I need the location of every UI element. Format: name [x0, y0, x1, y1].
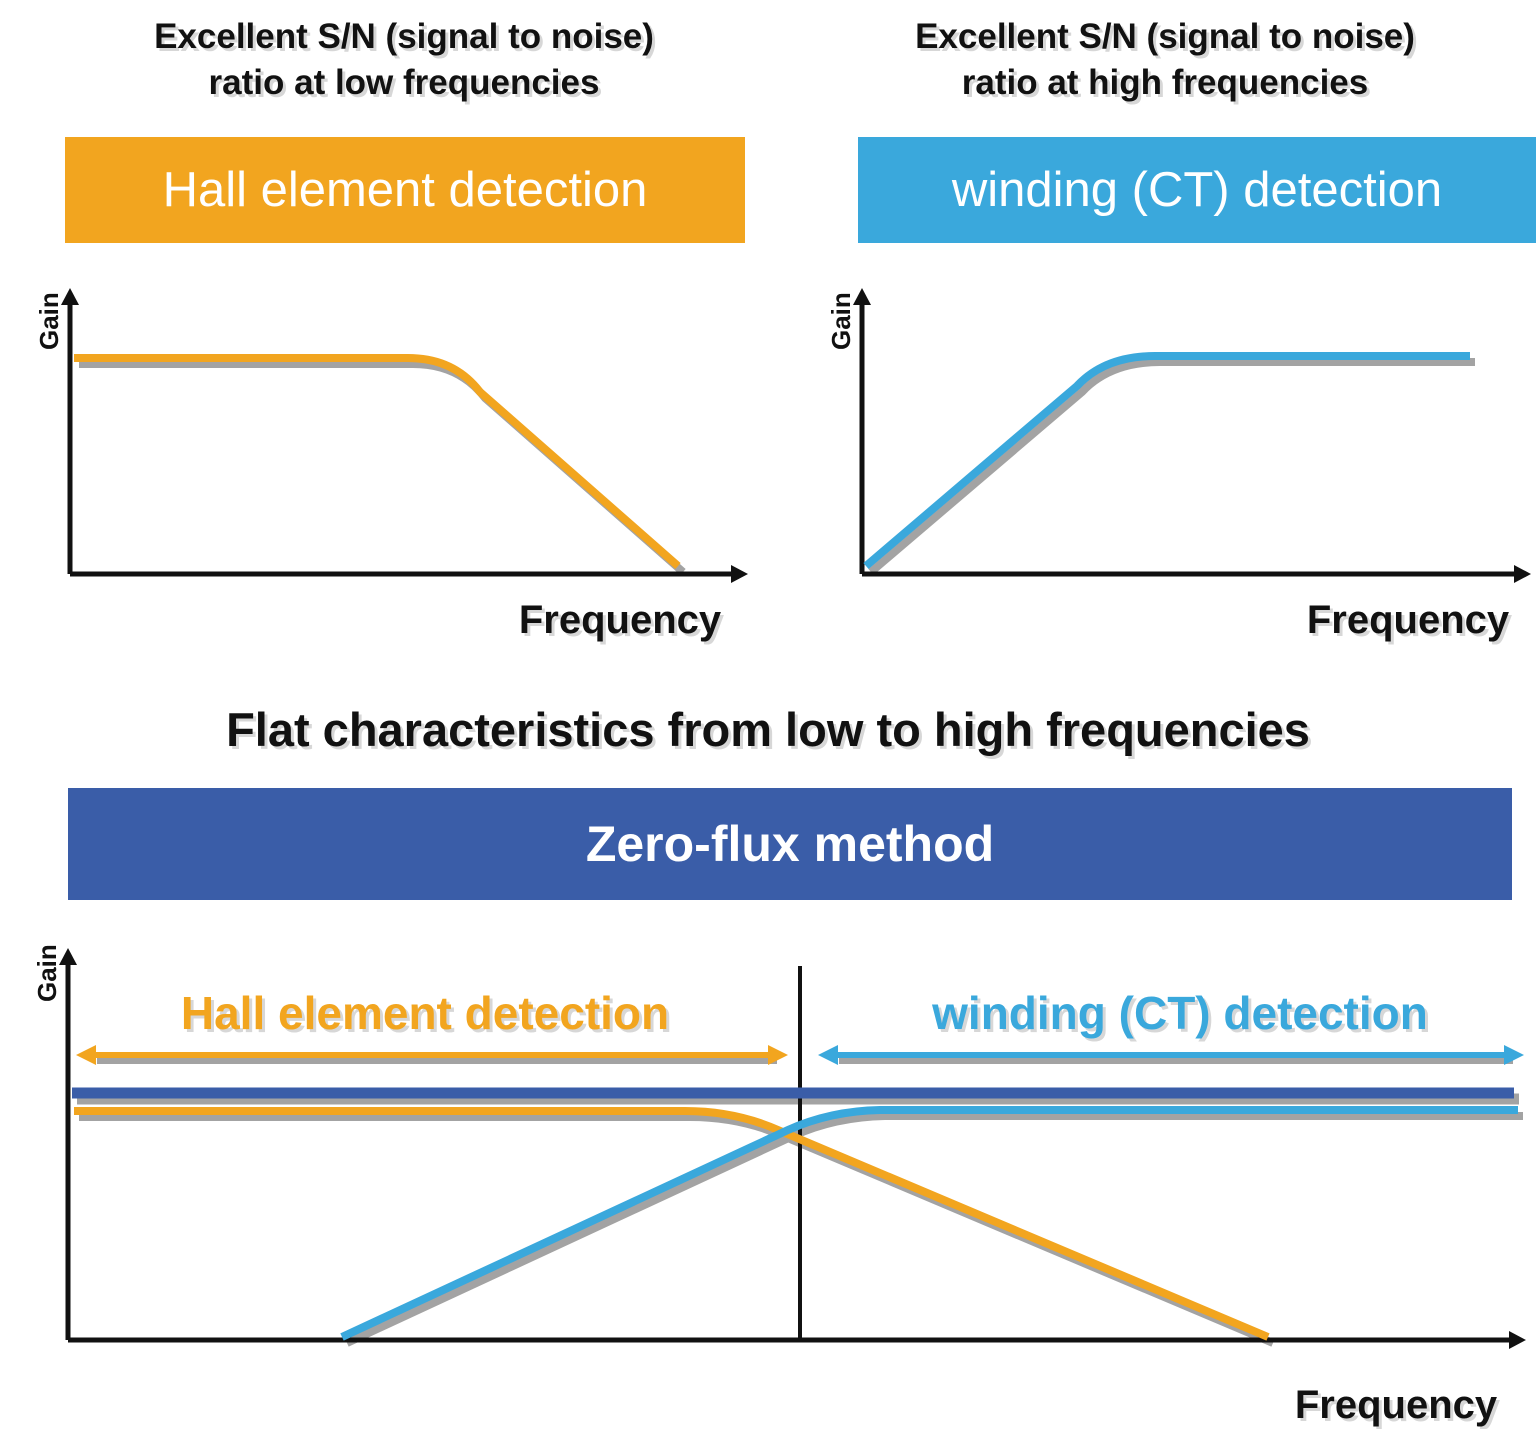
y-axis-label-gain: Gain — [32, 944, 62, 1002]
x-axis-arrowhead — [731, 565, 748, 583]
y-axis-arrowhead — [853, 288, 871, 305]
x-axis-label-frequency: Frequency — [518, 598, 722, 642]
y-axis-label-gain: Gain — [826, 292, 856, 350]
arrowhead-left — [818, 1045, 838, 1065]
x-axis-label-frequency: Frequency — [1294, 1383, 1498, 1427]
banner-ct-label: winding (CT) detection — [951, 163, 1443, 217]
ct-response-curve — [340, 1106, 1518, 1341]
caption-ct-line1: Excellent S/N (signal to noise) — [915, 17, 1415, 56]
chart-zeroflux: Gain — [32, 944, 1526, 1349]
chart-hall-shadow — [79, 360, 686, 576]
chart-hall: Gain — [34, 288, 748, 583]
hall-response-curve — [74, 354, 681, 570]
x-axis-arrowhead — [1509, 1331, 1526, 1349]
y-axis-label-gain: Gain — [34, 292, 64, 350]
arrowhead-left — [76, 1045, 96, 1065]
y-axis-arrowhead — [61, 288, 79, 305]
arrowhead-right — [1504, 1045, 1524, 1065]
banner-zero-flux-method: Zero-flux method — [68, 788, 1512, 900]
ct-range-arrow — [818, 1045, 1524, 1065]
hall-range-arrow — [76, 1045, 788, 1065]
caption-ct-line2: ratio at high frequencies — [961, 62, 1369, 102]
caption-hall: Excellent S/N (signal to noise) ratio at… — [58, 14, 750, 105]
y-axis-arrowhead — [59, 948, 77, 965]
banner-hall-element-detection: Hall element detection — [65, 137, 745, 243]
caption-hall-line1: Excellent S/N (signal to noise) — [154, 17, 654, 56]
chart-ct-shadow — [868, 358, 1475, 576]
arrowhead-right — [768, 1045, 788, 1065]
caption-ct: Excellent S/N (signal to noise) ratio at… — [855, 14, 1475, 105]
hall-response-curve — [74, 1107, 1270, 1341]
chart-ct: Gain — [826, 288, 1531, 583]
zeroflux-title: Flat characteristics from low to high fr… — [226, 703, 1310, 756]
banner-winding-ct-detection: winding (CT) detection — [858, 137, 1536, 243]
hall-region-label: Hall element detection — [180, 987, 670, 1039]
ct-response-curve — [863, 352, 1470, 570]
x-axis-label-frequency: Frequency — [1306, 598, 1510, 642]
x-axis-arrowhead — [1514, 565, 1531, 583]
ct-region-label: winding (CT) detection — [932, 987, 1428, 1039]
banner-zero-flux-label: Zero-flux method — [585, 816, 995, 872]
banner-hall-label: Hall element detection — [162, 163, 648, 217]
caption-hall-line2: ratio at low frequencies — [208, 62, 600, 102]
